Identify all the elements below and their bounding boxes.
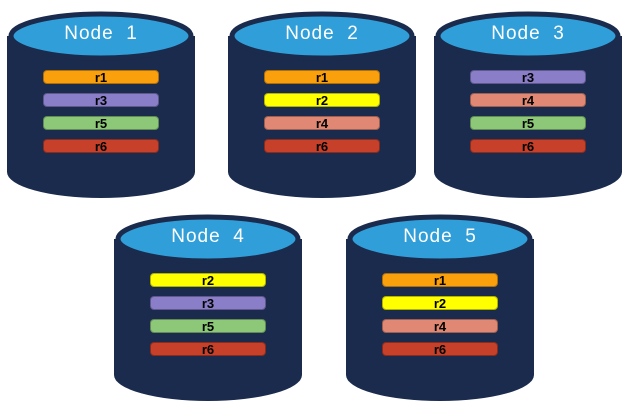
partition-bar: r4 <box>470 93 586 108</box>
node-cylinder-4: Node 4 r2 r3 r5 r6 <box>114 212 302 402</box>
partition-bar: r4 <box>382 319 498 334</box>
partition-bar: r2 <box>264 93 380 108</box>
node-title: Node 2 <box>285 23 359 44</box>
partition-bar: r3 <box>150 296 266 311</box>
node-cylinder-3: Node 3 r3 r4 r5 r6 <box>434 9 622 199</box>
partition-bar: r6 <box>470 139 586 154</box>
partition-bar: r5 <box>150 319 266 334</box>
partition-bar: r4 <box>264 116 380 131</box>
node-title: Node 5 <box>403 226 477 247</box>
partition-bar: r2 <box>382 296 498 311</box>
partition-bar: r5 <box>43 116 159 131</box>
partition-bar: r3 <box>43 93 159 108</box>
partition-bar: r5 <box>470 116 586 131</box>
cylinder-top-ellipse <box>8 11 194 61</box>
node-cylinder-1: Node 1 r1 r3 r5 r6 <box>7 9 195 199</box>
node-title: Node 1 <box>64 23 138 44</box>
partition-list: r1 r2 r4 r6 <box>264 70 380 154</box>
partition-bar: r6 <box>150 342 266 357</box>
partition-list: r1 r2 r4 r6 <box>382 273 498 357</box>
partition-bar: r1 <box>264 70 380 85</box>
partition-bar: r6 <box>382 342 498 357</box>
partition-list: r2 r3 r5 r6 <box>150 273 266 357</box>
node-title: Node 4 <box>171 226 245 247</box>
partition-bar: r3 <box>470 70 586 85</box>
node-title: Node 3 <box>491 23 565 44</box>
cylinder-top-ellipse <box>115 214 301 264</box>
partition-list: r3 r4 r5 r6 <box>470 70 586 154</box>
cylinder-top-ellipse <box>347 214 533 264</box>
partition-bar: r1 <box>43 70 159 85</box>
partition-bar: r6 <box>43 139 159 154</box>
node-cylinder-5: Node 5 r1 r2 r4 r6 <box>346 212 534 402</box>
partition-bar: r6 <box>264 139 380 154</box>
partition-bar: r2 <box>150 273 266 288</box>
node-cylinder-2: Node 2 r1 r2 r4 r6 <box>228 9 416 199</box>
partition-bar: r1 <box>382 273 498 288</box>
cylinder-top-ellipse <box>435 11 621 61</box>
cylinder-top-ellipse <box>229 11 415 61</box>
partition-list: r1 r3 r5 r6 <box>43 70 159 154</box>
